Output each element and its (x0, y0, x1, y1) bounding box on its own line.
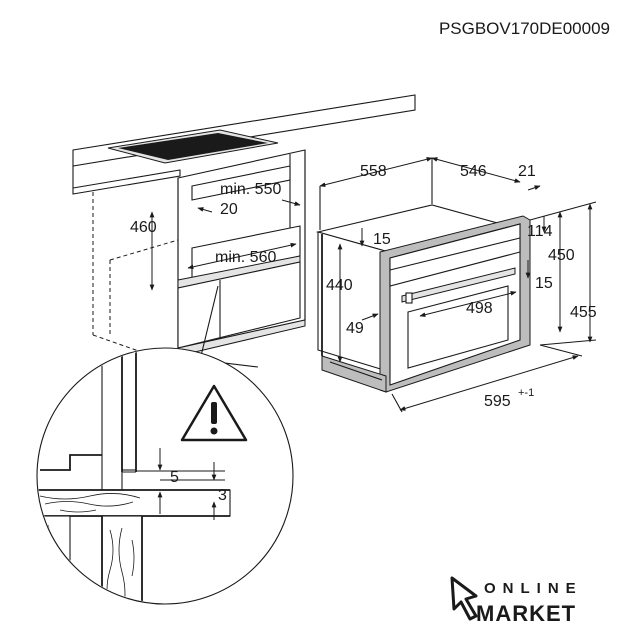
dim-595-tolerance: +-1 (518, 387, 534, 399)
oven (315, 204, 531, 393)
dim-450: 450 (548, 247, 575, 264)
dim-5: 5 (170, 469, 179, 486)
dim-460: 460 (130, 219, 157, 236)
dim-21: 21 (518, 163, 536, 180)
model-code: PSGBOV170DE00009 (439, 19, 610, 38)
dim-558: 558 (360, 163, 387, 180)
dim-49: 49 (346, 320, 364, 337)
dim-440: 440 (326, 277, 353, 294)
logo-line1: ONLINE (484, 580, 583, 597)
dim-20: 20 (220, 201, 238, 218)
dim-595: 595 (484, 393, 511, 410)
oven-dimensions: 558 546 21 15 114 450 440 15 498 49 455 (319, 156, 597, 413)
cursor-arrow-icon (450, 576, 478, 621)
logo-line2: MARKET (476, 601, 576, 626)
cabinet-dimensions: 460 min. 550 20 min. 560 (130, 181, 301, 291)
dim-15-top: 15 (373, 231, 391, 248)
dim-546: 546 (460, 163, 487, 180)
dim-114: 114 (527, 223, 553, 240)
online-market-logo: ONLINE MARKET (450, 576, 583, 626)
dim-455: 455 (570, 304, 597, 321)
dim-15-right: 15 (535, 275, 553, 292)
dim-min-560: min. 560 (215, 249, 276, 266)
dim-3: 3 (218, 487, 227, 504)
dim-min-550: min. 550 (220, 181, 281, 198)
warning-triangle-icon (180, 384, 248, 442)
dim-498: 498 (466, 300, 493, 317)
